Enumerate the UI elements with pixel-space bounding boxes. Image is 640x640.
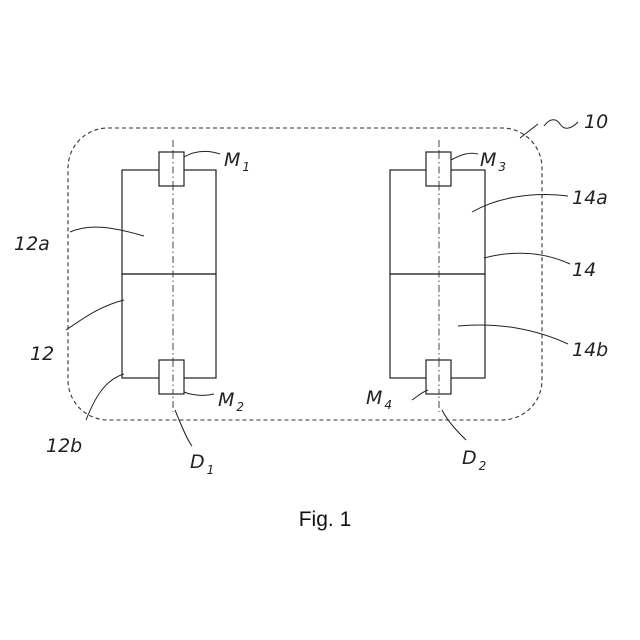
leader-14a bbox=[472, 195, 568, 212]
leader-d2 bbox=[442, 410, 466, 440]
system-squiggle bbox=[544, 120, 578, 129]
leader-12a bbox=[70, 227, 144, 236]
label-system: 10 bbox=[584, 111, 608, 133]
label-unit-left-upper: 12a bbox=[14, 233, 50, 255]
marker-m4-box bbox=[426, 360, 451, 394]
leader-m2 bbox=[184, 392, 214, 395]
label-unit-left: 12 bbox=[30, 343, 54, 365]
label-unit-left-lower: 12b bbox=[46, 435, 82, 457]
label-marker-2: M2 bbox=[218, 389, 244, 414]
marker-m1-box bbox=[159, 152, 184, 186]
label-marker-4: M4 bbox=[366, 387, 392, 412]
label-unit-right: 14 bbox=[572, 259, 596, 281]
leader-m1 bbox=[184, 151, 220, 157]
leader-12b bbox=[86, 374, 124, 420]
label-marker-1: M1 bbox=[224, 149, 250, 174]
label-axis-1: D1 bbox=[190, 451, 214, 477]
leader-m4 bbox=[412, 390, 428, 400]
label-marker-3: M3 bbox=[480, 149, 506, 174]
leader-m3 bbox=[451, 153, 478, 160]
marker-m3-box bbox=[426, 152, 451, 186]
leader-system bbox=[520, 124, 538, 138]
leader-14 bbox=[484, 253, 570, 264]
marker-m2-box bbox=[159, 360, 184, 394]
figure-caption: Fig. 1 bbox=[299, 508, 352, 531]
unit-right bbox=[390, 140, 485, 412]
label-unit-right-lower: 14b bbox=[572, 339, 608, 361]
leader-12 bbox=[66, 300, 124, 330]
leader-14b bbox=[458, 325, 568, 344]
leader-lines bbox=[66, 124, 570, 446]
leader-d1 bbox=[175, 410, 192, 446]
unit-left bbox=[122, 140, 216, 412]
label-unit-right-upper: 14a bbox=[572, 187, 608, 209]
label-axis-2: D2 bbox=[462, 447, 486, 473]
